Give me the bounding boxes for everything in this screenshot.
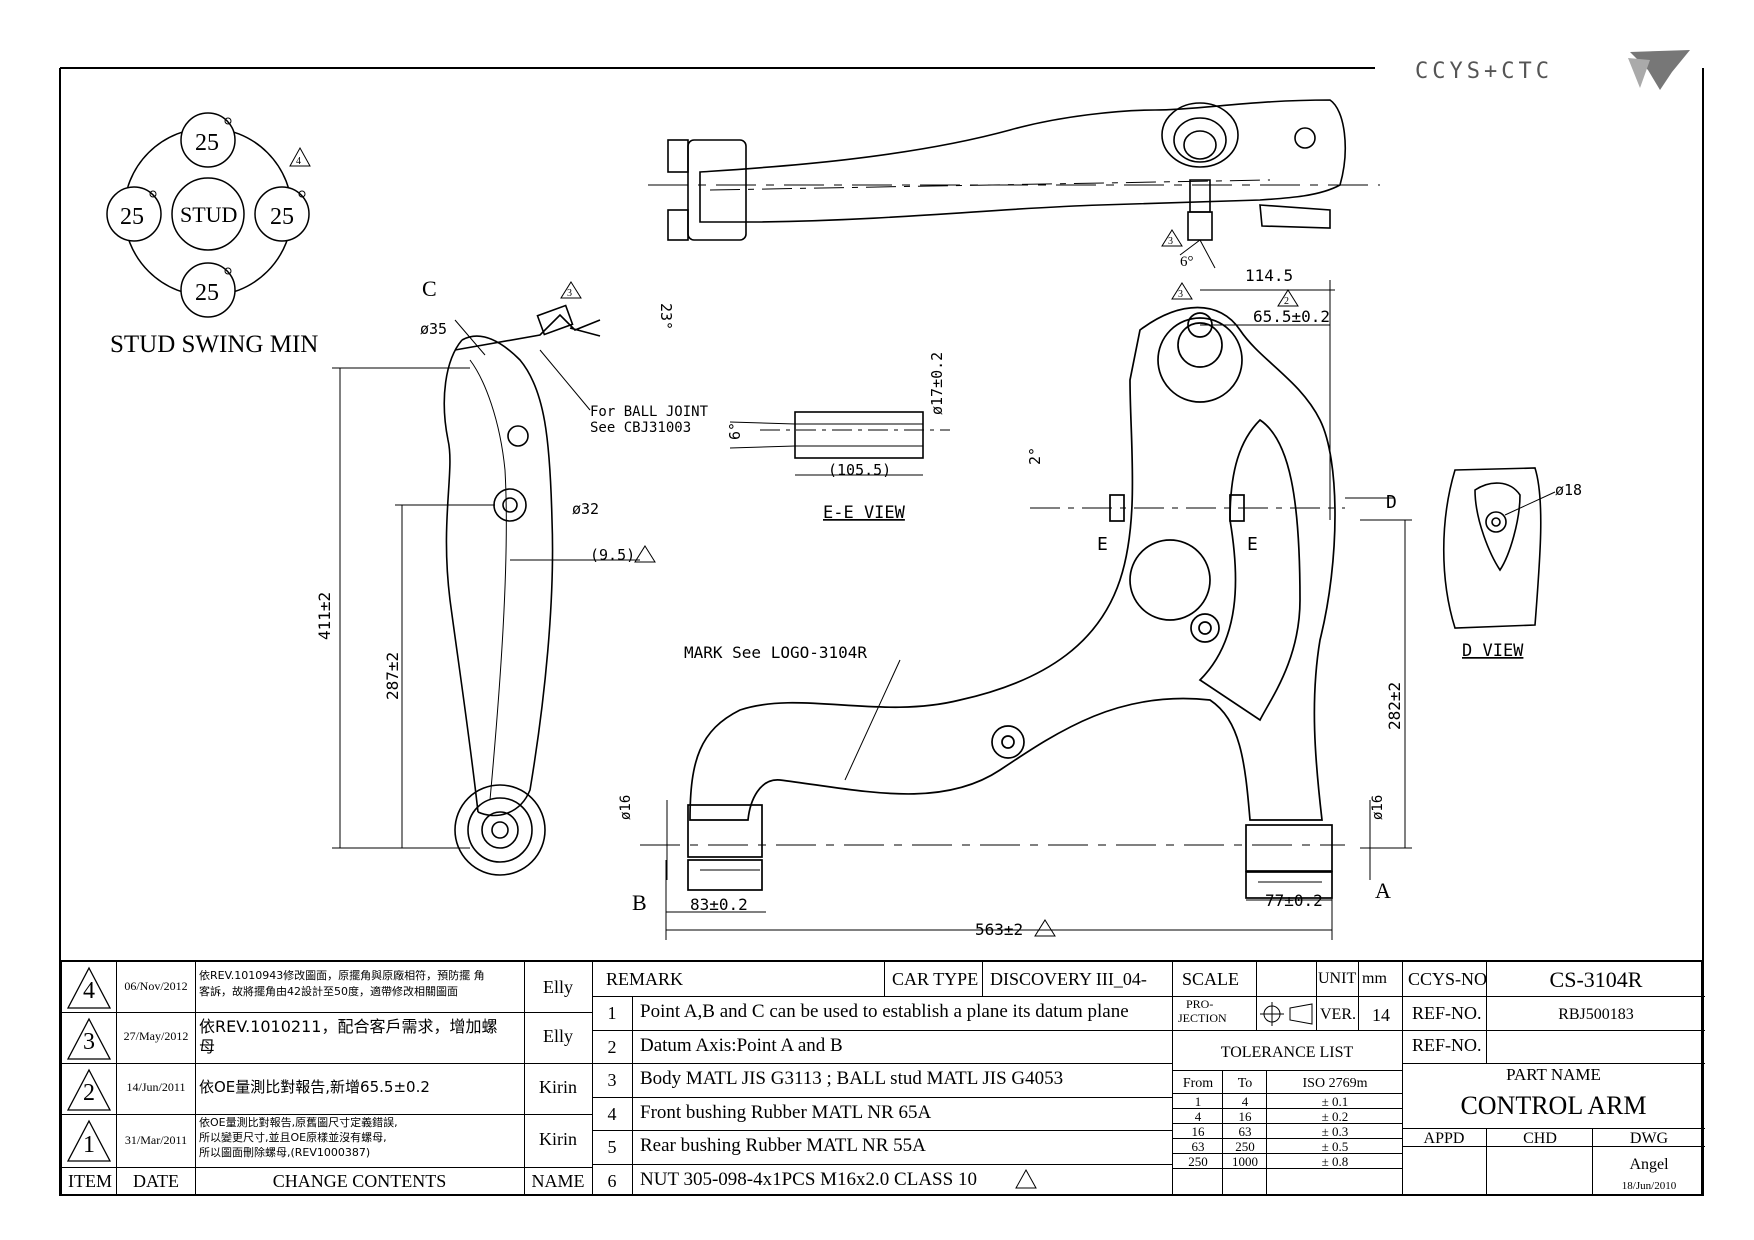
title-block: 4 06/Nov/2012 依REV.1010943修改圖面，原擺角與原廠相符，…: [60, 960, 1705, 1196]
tolerance-cell: 250: [1235, 1140, 1255, 1154]
ball-joint-note-1: For BALL JOINT: [590, 404, 709, 420]
ee-view-tube: [729, 411, 950, 476]
tolerance-cell: 250: [1188, 1155, 1208, 1169]
dia-18: ø18: [1555, 481, 1582, 499]
rev-header-contents: CHANGE CONTENTS: [272, 1172, 447, 1191]
stud-swing-title: STUD SWING MIN: [110, 331, 318, 358]
stud-label: STUD: [180, 202, 237, 227]
e-mark-right: E: [1247, 534, 1258, 555]
rev-mark-4: 4: [296, 156, 301, 167]
tolerance-cell: ± 0.1: [1321, 1095, 1349, 1109]
main-view-arm: [687, 306, 1336, 899]
tolerance-title: TOLERANCE LIST: [1220, 1044, 1354, 1061]
rev-header-date: DATE: [133, 1172, 179, 1191]
d-view-title: D VIEW: [1462, 641, 1524, 661]
top-angle-6: 6°: [1180, 254, 1194, 270]
point-c: C: [422, 276, 437, 301]
point-b: B: [632, 890, 647, 915]
svg-text:3: 3: [567, 288, 572, 299]
tolerance-cell: 63: [1238, 1125, 1252, 1139]
drawer-name: Angel: [1629, 1156, 1669, 1173]
svg-text:3: 3: [1168, 236, 1173, 247]
svg-text:CCYS+CTC: CCYS+CTC: [1415, 59, 1553, 84]
dim-9-5: (9.5): [590, 546, 635, 564]
dim-105-5: (105.5): [828, 461, 891, 479]
tolerance-cell: ± 0.2: [1321, 1110, 1349, 1124]
mark-logo-note: MARK See LOGO-3104R: [684, 643, 867, 662]
d-mark: D: [1386, 492, 1397, 513]
d-view-detail: [1443, 467, 1556, 629]
car-type-label: CAR TYPE: [892, 970, 979, 989]
dia-35: ø35: [420, 320, 447, 338]
part-name-value: CONTROL ARM: [1460, 1092, 1647, 1120]
dim-114-5: 114.5: [1245, 266, 1293, 285]
tolerance-cell: 4: [1241, 1095, 1249, 1109]
tolerance-cell: ± 0.3: [1321, 1125, 1349, 1139]
rev-header-item: ITEM: [68, 1172, 112, 1191]
ref-no-label-2: REF-NO.: [1412, 1036, 1482, 1055]
unit-label: UNIT: [1318, 970, 1357, 987]
dim-65-5: 65.5±0.2: [1253, 307, 1330, 326]
angle-6-ee: 6°: [726, 422, 744, 440]
ee-view-title: E-E VIEW: [823, 503, 906, 523]
dia-16-right: ø16: [1370, 795, 1386, 820]
rev-item: 4: [83, 978, 95, 1004]
tolerance-cell: 1000: [1232, 1155, 1258, 1169]
dia-32: ø32: [572, 500, 599, 518]
tolerance-cell: 63: [1191, 1140, 1205, 1154]
rev-name: Elly: [543, 978, 573, 997]
svg-text:2: 2: [1284, 296, 1289, 307]
ver-label: VER.: [1320, 1006, 1356, 1023]
swing-angle-left: 25: [120, 204, 144, 230]
swing-angle-bottom: 25: [195, 280, 219, 306]
e-mark-left: E: [1097, 534, 1108, 555]
tolerance-cell: 1: [1194, 1095, 1202, 1109]
top-view-arm: [648, 99, 1380, 269]
dim-287: 287±2: [383, 652, 402, 700]
stud-swing-diagram: 25 25 25 25 STUD 4 STUD SWING MIN: [106, 112, 318, 358]
point-a: A: [1375, 878, 1391, 903]
swing-angle-right: 25: [270, 204, 294, 230]
angle-2: 2°: [1026, 447, 1044, 465]
projection-label-1: PRO-: [1186, 998, 1214, 1011]
ver-value: 14: [1372, 1006, 1390, 1025]
company-logo: CCYS+CTC: [1415, 50, 1690, 90]
ref-no-label-1: REF-NO.: [1412, 1004, 1482, 1023]
car-type-value: DISCOVERY III_04-: [990, 970, 1147, 989]
drawn-date: 18/Jun/2010: [1621, 1180, 1677, 1192]
appd-label: APPD: [1423, 1130, 1465, 1147]
tolerance-cell: ± 0.8: [1321, 1155, 1349, 1169]
remark-label: REMARK: [606, 970, 684, 989]
tolerance-cell: 4: [1194, 1110, 1202, 1124]
dim-83: 83±0.2: [690, 895, 748, 914]
dim-563: 563±2: [975, 920, 1023, 939]
rev-date: 06/Nov/2012: [124, 980, 188, 993]
tolerance-cell: 16: [1191, 1125, 1205, 1139]
angle-23: 23°: [657, 303, 675, 330]
side-view-arm: [443, 304, 601, 876]
dia-17: ø17±0.2: [928, 352, 946, 415]
projection-label-2: JECTION: [1178, 1012, 1227, 1025]
chd-label: CHD: [1523, 1130, 1557, 1147]
rev-header-name: NAME: [531, 1172, 585, 1191]
ref-no-value-1: RBJ500183: [1558, 1006, 1634, 1023]
swing-angle-top: 25: [195, 130, 219, 156]
ball-joint-note-2: See CBJ31003: [590, 420, 691, 436]
projection-symbol-icon: [1260, 1002, 1313, 1026]
part-name-label: PART NAME: [1506, 1066, 1601, 1084]
dim-282: 282±2: [1385, 682, 1404, 730]
tolerance-cell: 16: [1238, 1110, 1252, 1124]
ccys-no-value: CS-3104R: [1549, 968, 1643, 992]
dim-411: 411±2: [315, 592, 334, 640]
dia-16-left: ø16: [618, 795, 634, 820]
ccys-no-label: CCYS-NO.: [1408, 970, 1486, 989]
scale-label: SCALE: [1182, 970, 1240, 989]
unit-value: mm: [1362, 970, 1387, 987]
dim-77: 77±0.2: [1265, 891, 1323, 910]
tolerance-cell: ± 0.5: [1321, 1140, 1349, 1154]
dwg-label: DWG: [1629, 1130, 1669, 1147]
svg-text:3: 3: [1178, 289, 1183, 300]
